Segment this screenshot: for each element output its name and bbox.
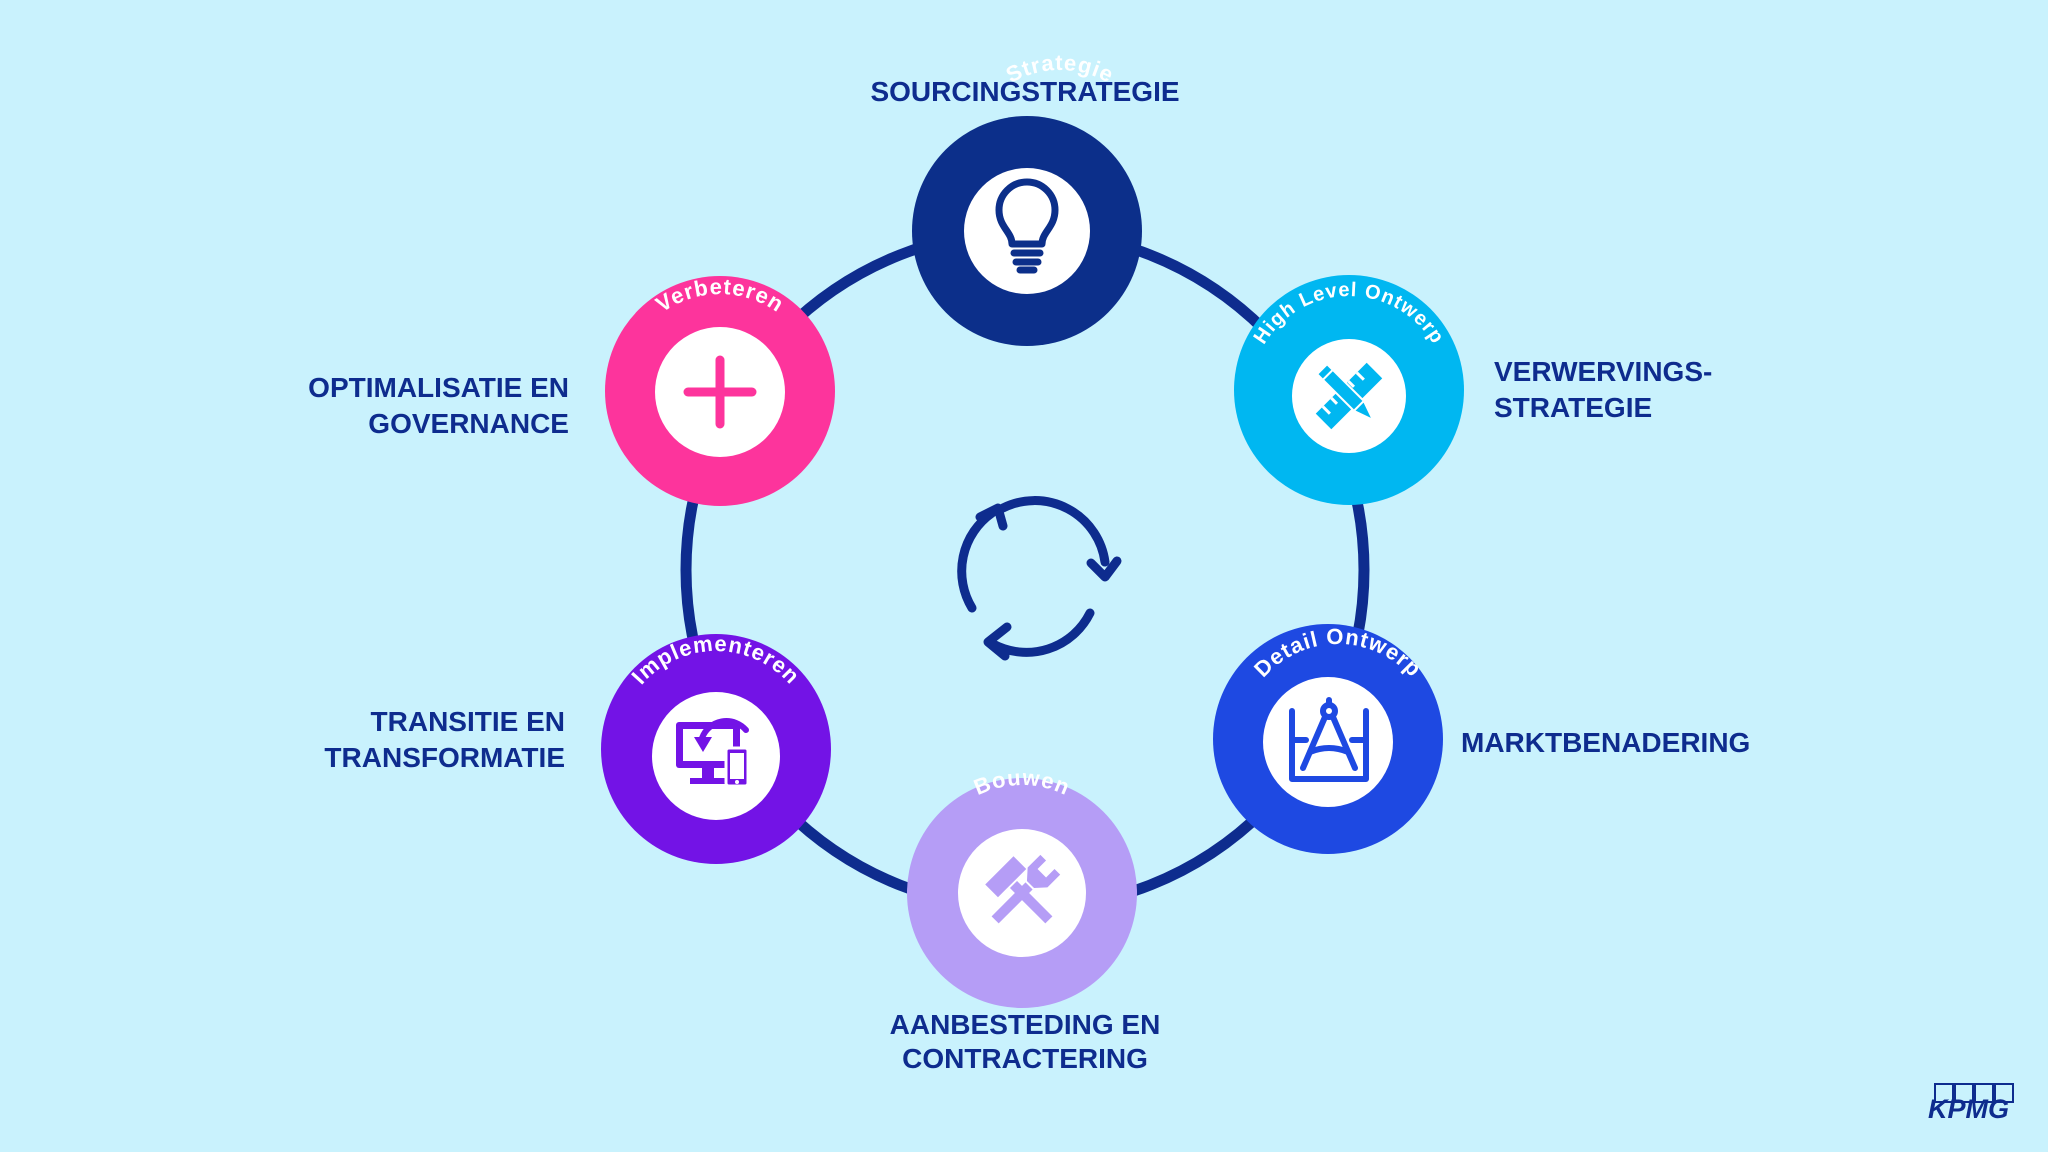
stage-title-high-level-ontwerp-line-2: STRATEGIE — [1494, 392, 1652, 423]
stage-high-level-ontwerp: High Level Ontwerp VERWERVINGS- STRATEGI… — [1234, 275, 1712, 505]
svg-text:KPMG: KPMG — [1928, 1094, 2009, 1124]
stage-title-verbeteren-line-2: GOVERNANCE — [368, 408, 569, 439]
stage-strategie: Strategie SOURCINGSTRATEGIE — [870, 50, 1180, 346]
kpmg-logo-text: KPMG — [1928, 1094, 2009, 1124]
pencil-ruler-icon — [1315, 362, 1383, 430]
plus-icon — [683, 355, 757, 429]
icon-background — [1263, 677, 1393, 807]
hammer-wrench-icon — [985, 854, 1061, 924]
lightbulb-icon — [995, 178, 1059, 274]
stage-verbeteren: Verbeteren OPTIMALISATIE EN GOVERNANCE — [308, 274, 835, 506]
svg-text:VERWERVINGS-: VERWERVINGS- — [1494, 356, 1712, 387]
stage-title-implementeren-line-1: TRANSITIE EN — [371, 706, 565, 737]
svg-text:STRATEGIE: STRATEGIE — [1494, 392, 1652, 423]
icon-background — [964, 168, 1090, 294]
stage-implementeren: Implementeren TRANSITIE EN TRANSFORMATIE — [324, 631, 831, 864]
stage-title-high-level-ontwerp-line-1: VERWERVINGS- — [1494, 356, 1712, 387]
compass-blueprint-icon — [1289, 697, 1369, 782]
stage-bouwen: Bouwen AANBESTEDING EN CONTRACTERING — [890, 765, 1161, 1074]
svg-text:OPTIMALISATIE EN: OPTIMALISATIE EN — [308, 372, 569, 403]
stage-title-verbeteren-line-1: OPTIMALISATIE EN — [308, 372, 569, 403]
stage-detail-ontwerp: Detail Ontwerp MARKTBENADERING — [1213, 624, 1750, 854]
stage-title-implementeren-line-2: TRANSFORMATIE — [324, 742, 565, 773]
cycle-arrows-icon — [957, 496, 1122, 661]
stage-title-bouwen-line-1: AANBESTEDING EN — [890, 1009, 1161, 1040]
svg-text:GOVERNANCE: GOVERNANCE — [368, 408, 569, 439]
svg-text:TRANSFORMATIE: TRANSFORMATIE — [324, 742, 565, 773]
stage-title-bouwen-line-2: CONTRACTERING — [902, 1043, 1148, 1074]
svg-text:CONTRACTERING: CONTRACTERING — [902, 1043, 1148, 1074]
svg-text:TRANSITIE EN: TRANSITIE EN — [371, 706, 565, 737]
devices-icon — [676, 718, 750, 788]
svg-text:AANBESTEDING EN: AANBESTEDING EN — [890, 1009, 1161, 1040]
svg-text:MARKTBENADERING: MARKTBENADERING — [1461, 727, 1750, 758]
stage-title-strategie-line-1: SOURCINGSTRATEGIE — [870, 76, 1179, 107]
stage-title-detail-ontwerp-line-1: MARKTBENADERING — [1461, 727, 1750, 758]
kpmg-logo: KPMG — [1928, 1083, 2014, 1124]
svg-text:SOURCINGSTRATEGIE: SOURCINGSTRATEGIE — [870, 76, 1179, 107]
